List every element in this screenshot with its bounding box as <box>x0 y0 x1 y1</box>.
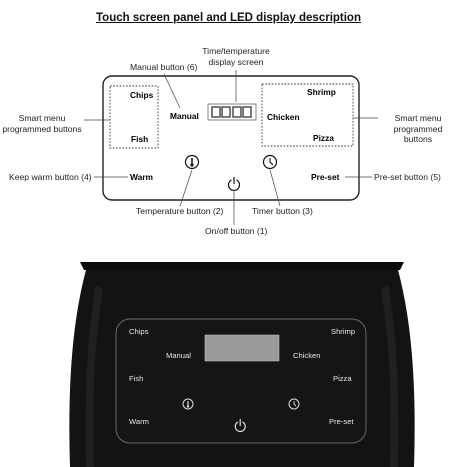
device-chips: Chips <box>129 327 149 336</box>
control-panel-outline <box>102 75 360 201</box>
panel-chips: Chips <box>130 90 154 100</box>
thermometer-icon <box>184 154 200 170</box>
callout-time-temp-display: Time/temperature display screen <box>202 46 270 67</box>
smart-menu-left-group <box>109 85 159 149</box>
device-chicken: Chicken <box>293 351 321 360</box>
panel-warm: Warm <box>130 172 153 182</box>
panel-manual: Manual <box>170 111 199 121</box>
device-control-panel <box>115 318 367 444</box>
device-thermometer-icon <box>182 398 194 410</box>
device-fish: Fish <box>129 374 144 383</box>
panel-preset: Pre-set <box>311 172 340 182</box>
callout-timer: Timer button (3) <box>252 206 313 216</box>
leader-lines <box>84 70 378 225</box>
panel-shrimp: Shrimp <box>307 87 336 97</box>
panel-pizza: Pizza <box>313 133 334 143</box>
clock-icon <box>262 154 278 170</box>
device-power-icon <box>234 419 246 432</box>
device-pizza: Pizza <box>333 374 352 383</box>
callout-manual-button: Manual button (6) <box>130 62 198 72</box>
device-preset: Pre-set <box>329 417 354 426</box>
page-title: Touch screen panel and LED display descr… <box>96 12 361 24</box>
led-display <box>207 103 257 121</box>
device-warm: Warm <box>129 417 149 426</box>
callout-smart-menu-left: Smart menu programmed buttons <box>2 113 82 134</box>
device-manual: Manual <box>166 351 191 360</box>
panel-fish: Fish <box>131 134 149 144</box>
panel-chicken: Chicken <box>267 112 300 122</box>
callout-keep-warm: Keep warm button (4) <box>9 172 92 182</box>
callout-temperature: Temperature button (2) <box>136 206 224 216</box>
callout-preset: Pre-set button (5) <box>374 172 441 182</box>
callout-onoff: On/off button (1) <box>205 226 268 236</box>
callout-smart-menu-right: Smart menu programmed buttons <box>393 113 443 144</box>
air-fryer-device <box>69 262 415 467</box>
device-led-display <box>204 334 280 362</box>
device-clock-icon <box>288 398 300 410</box>
power-icon <box>227 177 241 191</box>
device-shrimp: Shrimp <box>331 327 356 336</box>
smart-menu-right-group <box>261 83 354 147</box>
